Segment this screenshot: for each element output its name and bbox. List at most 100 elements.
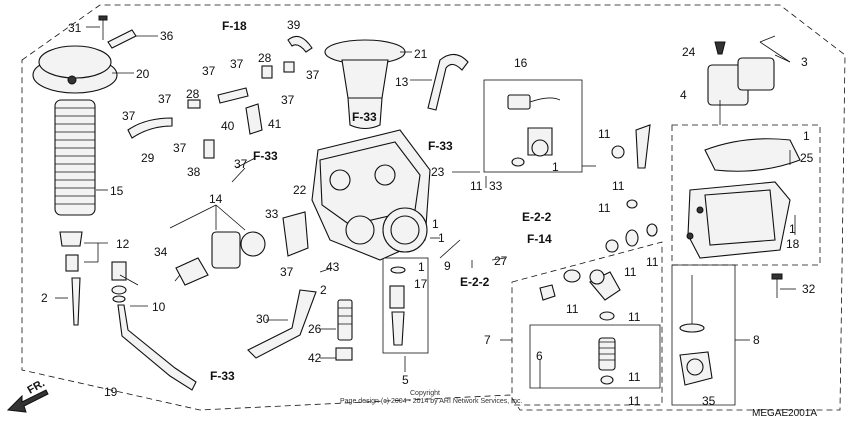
part-24 bbox=[714, 41, 726, 55]
kit-5-box bbox=[382, 257, 429, 354]
callout-37c: 37 bbox=[202, 64, 216, 78]
callout-37a: 37 bbox=[230, 57, 244, 71]
callout-20: 20 bbox=[136, 67, 150, 81]
lever-part bbox=[611, 124, 651, 209]
ref-f18: F-18 bbox=[222, 19, 247, 33]
callout-4: 4 bbox=[680, 88, 687, 102]
jet-12-part bbox=[59, 231, 83, 272]
callout-19: 19 bbox=[104, 385, 118, 399]
ref-f33-bottom: F-33 bbox=[210, 369, 235, 383]
callout-37i: 37 bbox=[280, 265, 294, 279]
callout-41: 41 bbox=[268, 117, 282, 131]
kit-16-box bbox=[483, 79, 583, 173]
needle-6-part bbox=[598, 311, 616, 385]
callout-1c: 1 bbox=[789, 222, 796, 236]
callout-1e: 1 bbox=[432, 217, 439, 231]
callout-17: 17 bbox=[414, 277, 428, 291]
callout-37d: 37 bbox=[281, 93, 295, 107]
kit-5-parts bbox=[389, 266, 406, 346]
diagram-code: MEGAE2001A bbox=[752, 408, 817, 419]
callout-37b: 37 bbox=[306, 68, 320, 82]
callout-11g: 11 bbox=[628, 310, 641, 324]
callout-11j: 11 bbox=[470, 179, 483, 193]
callout-22: 22 bbox=[293, 183, 307, 197]
callout-6: 6 bbox=[536, 349, 543, 363]
callout-25: 25 bbox=[800, 151, 814, 165]
callout-11a: 11 bbox=[598, 127, 611, 141]
spring-10-part bbox=[111, 261, 127, 303]
screw-26-part bbox=[335, 299, 353, 361]
callout-40: 40 bbox=[221, 119, 235, 133]
callout-29: 29 bbox=[141, 151, 155, 165]
callout-11i: 11 bbox=[628, 394, 641, 408]
callout-33b: 33 bbox=[265, 207, 279, 221]
top-cover-part bbox=[32, 45, 118, 94]
ref-f33-right: F-33 bbox=[428, 139, 453, 153]
callout-32: 32 bbox=[802, 282, 816, 296]
callout-26: 26 bbox=[308, 322, 322, 336]
callout-42: 42 bbox=[308, 351, 322, 365]
callout-37f: 37 bbox=[122, 109, 136, 123]
float-7-part bbox=[539, 223, 658, 301]
float-chamber-boundary bbox=[671, 124, 821, 266]
callout-5: 5 bbox=[402, 373, 409, 387]
ref-f14: F-14 bbox=[527, 232, 552, 246]
carburetor-body bbox=[311, 129, 431, 261]
callout-1a: 1 bbox=[552, 160, 559, 174]
heater-3-part bbox=[707, 35, 776, 106]
clip-36-part bbox=[107, 29, 137, 49]
callout-11d: 11 bbox=[624, 265, 637, 279]
callout-3: 3 bbox=[801, 55, 808, 69]
ref-e22-bottom: E-2-2 bbox=[460, 275, 490, 289]
copyright-line-1: Copyright bbox=[410, 390, 440, 397]
callout-16: 16 bbox=[514, 56, 528, 70]
callout-38: 38 bbox=[187, 165, 201, 179]
sensor-16-part bbox=[507, 94, 561, 167]
ref-e22-right: E-2-2 bbox=[522, 210, 552, 224]
callout-13: 13 bbox=[395, 75, 409, 89]
diaphragm-part bbox=[324, 39, 406, 130]
kit-8-box bbox=[671, 264, 736, 406]
callout-18: 18 bbox=[786, 237, 800, 251]
callout-37e: 37 bbox=[158, 92, 172, 106]
pump-8-part bbox=[679, 275, 713, 386]
cable-19-part bbox=[117, 304, 197, 391]
callout-11c: 11 bbox=[598, 201, 611, 215]
callout-1b: 1 bbox=[803, 129, 810, 143]
main-assembly-boundary bbox=[21, 4, 846, 411]
callout-33a: 33 bbox=[489, 179, 503, 193]
callout-24: 24 bbox=[682, 45, 696, 59]
screw-31-part bbox=[98, 15, 108, 40]
callout-36: 36 bbox=[160, 29, 174, 43]
callout-10: 10 bbox=[152, 300, 166, 314]
choke-14-part bbox=[175, 231, 266, 286]
callout-11f: 11 bbox=[566, 302, 579, 316]
front-arrow-icon bbox=[6, 389, 49, 413]
callout-12: 12 bbox=[116, 237, 130, 251]
callout-2a: 2 bbox=[41, 291, 48, 305]
bracket-22-part bbox=[282, 211, 309, 257]
ref-f33-left: F-33 bbox=[253, 149, 278, 163]
callout-34: 34 bbox=[154, 245, 168, 259]
lower-kit-boundary bbox=[511, 241, 663, 406]
fitting-13-part bbox=[427, 53, 469, 111]
callout-39: 39 bbox=[287, 18, 301, 32]
gasket-25-part bbox=[704, 138, 801, 172]
copyright-line-2: Page design (c) 2004 - 2014 by ARI Netwo… bbox=[340, 398, 523, 405]
callout-35: 35 bbox=[702, 394, 716, 408]
callout-1d: 1 bbox=[418, 260, 425, 274]
callout-43: 43 bbox=[326, 260, 340, 274]
kit-6-box bbox=[529, 324, 661, 389]
callout-11b: 11 bbox=[612, 179, 625, 193]
callout-15: 15 bbox=[110, 184, 124, 198]
callout-28a: 28 bbox=[258, 51, 272, 65]
callout-1f: 1 bbox=[438, 231, 445, 245]
callout-37g: 37 bbox=[173, 141, 187, 155]
callout-8: 8 bbox=[753, 333, 760, 347]
float-chamber-part bbox=[686, 181, 791, 259]
callout-28b: 28 bbox=[186, 87, 200, 101]
leader-lines bbox=[55, 26, 796, 388]
callout-27: 27 bbox=[494, 254, 508, 268]
cable-30-part bbox=[247, 289, 317, 359]
